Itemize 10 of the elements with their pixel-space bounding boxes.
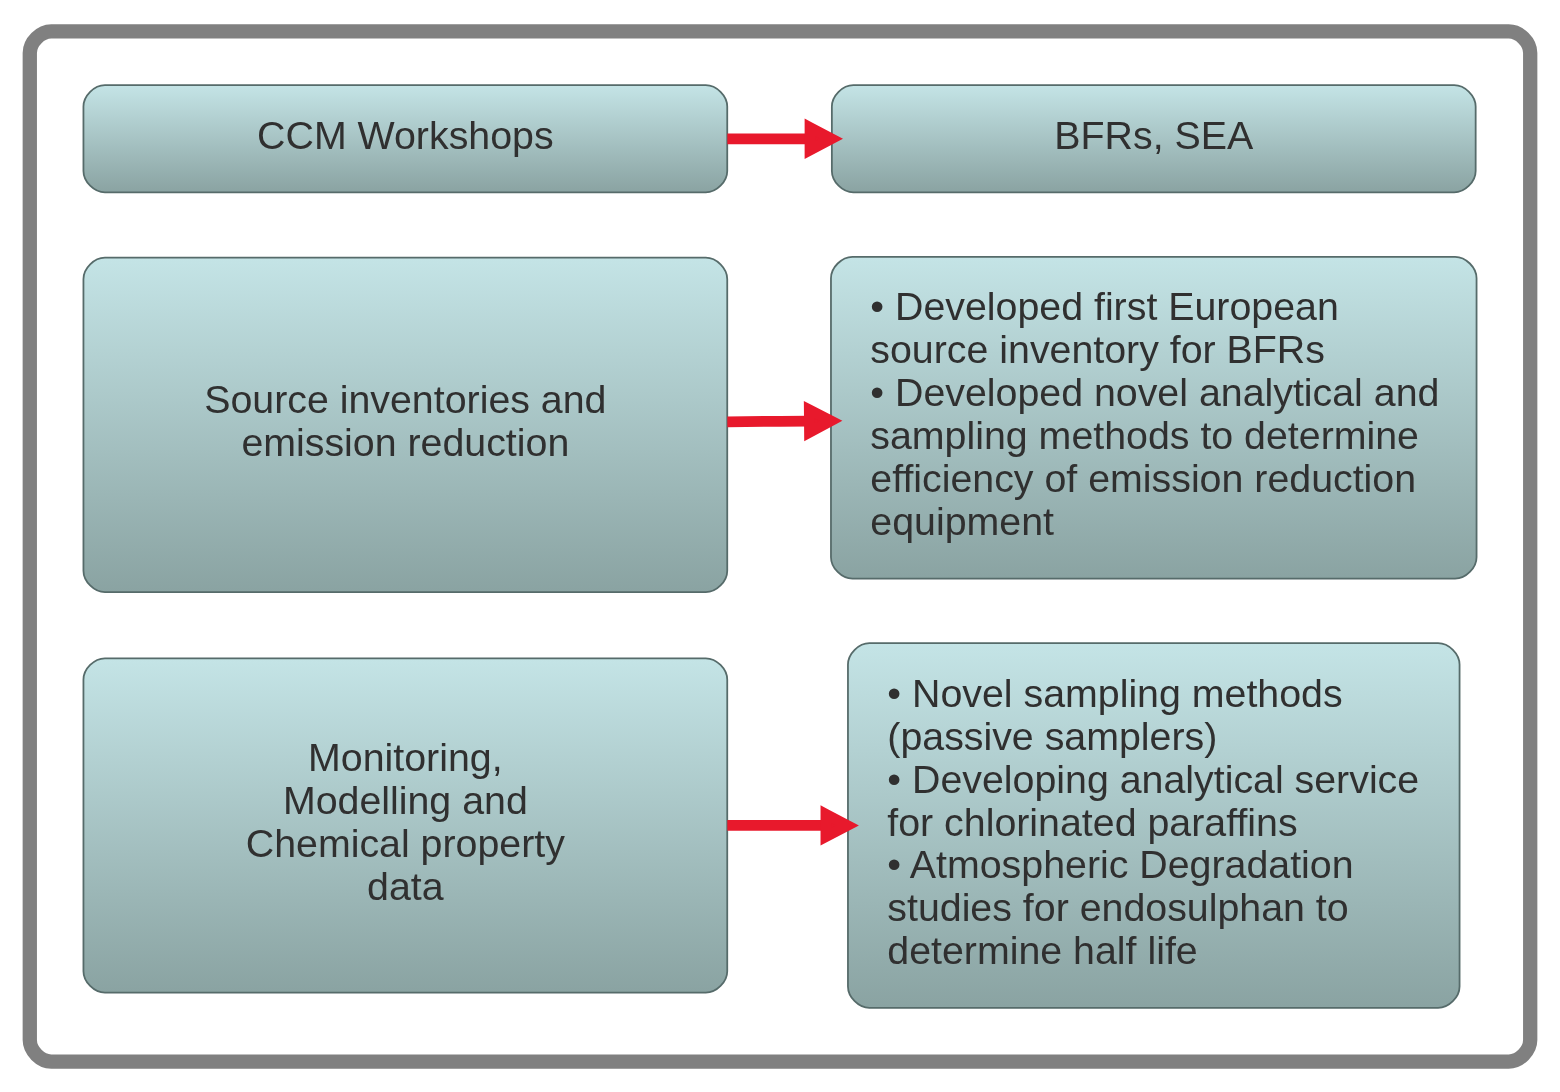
node-box: CCM Workshops xyxy=(82,83,729,193)
arrow xyxy=(727,118,843,159)
node-box: Source inventories and emission reduction xyxy=(82,256,729,593)
arrow xyxy=(727,400,843,441)
node-box: • Developed first European source inventory for BFRs • Developed novel analytical and sampling methods to determine efficiency of emission reduction equipment xyxy=(830,255,1478,580)
cluster xyxy=(22,23,1538,1069)
arrow xyxy=(727,804,859,846)
node-box: • Novel sampling methods (passive samplers) • Developing analytical service for chlorinated paraffins • Atmospheric Degradation studies for endosulphan to determine half life xyxy=(847,641,1461,1009)
node-box: Monitoring, Modelling and Chemical property data xyxy=(82,656,729,994)
node-box: BFRs, SEA xyxy=(830,83,1477,193)
